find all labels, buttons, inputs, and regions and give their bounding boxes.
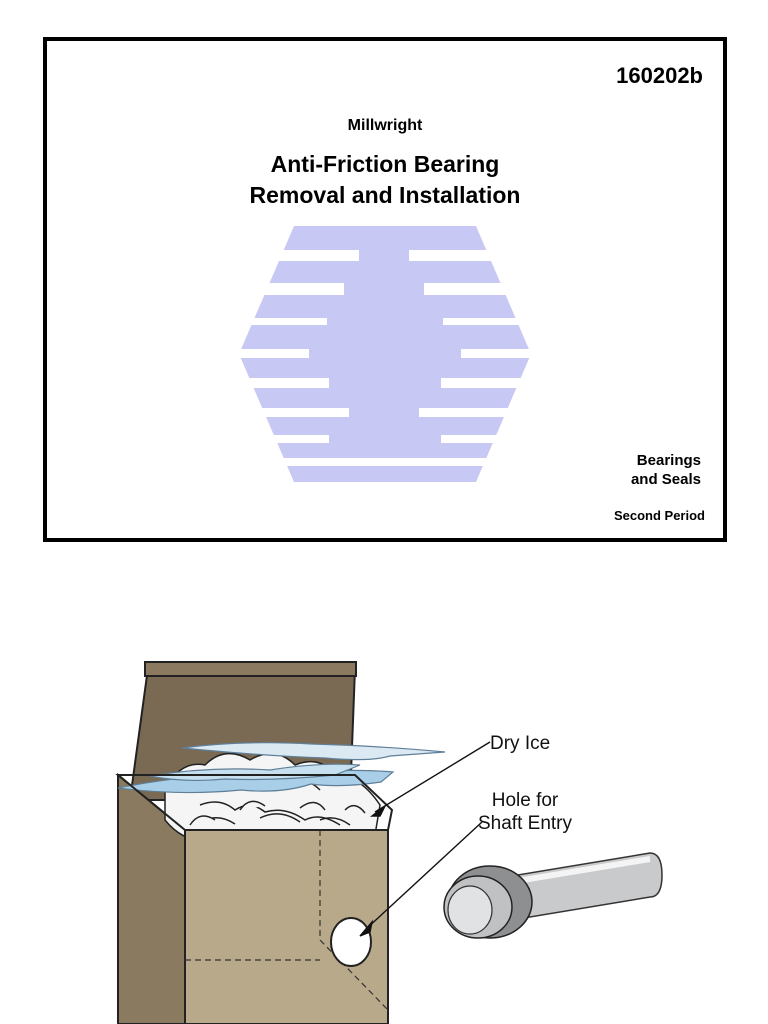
period-label: Second Period (613, 508, 705, 523)
title-line-1: Anti-Friction Bearing (270, 151, 500, 177)
trade-name: Millwright (347, 117, 423, 134)
hole-label-line-1: Hole for (491, 790, 559, 811)
callout-leaders (359, 741, 491, 937)
hole-callout: Hole for Shaft Entry (478, 789, 572, 835)
cover-page: 160202b Millwright Anti-Friction Bearing… (43, 37, 727, 542)
document-title: Anti-Friction Bearing Removal and Instal… (47, 149, 723, 211)
hole-label-line-2: Shaft Entry (478, 813, 572, 834)
dry-ice-label: Dry Ice (490, 733, 551, 754)
dry-ice-box-illustration (115, 661, 663, 1024)
subject-line-1: Bearings (636, 452, 701, 469)
title-line-2: Removal and Installation (249, 182, 521, 208)
dry-ice-callout: Dry Ice (490, 732, 550, 755)
box-front (115, 774, 394, 1024)
shaft-with-bearing (443, 852, 663, 939)
document-code: 160202b (616, 63, 703, 88)
dry-ice-slabs (117, 742, 446, 794)
subject-line-2: and Seals (630, 471, 701, 488)
subject-label: Bearings and Seals (631, 451, 701, 489)
hexagon-logo-icon (239, 226, 531, 482)
